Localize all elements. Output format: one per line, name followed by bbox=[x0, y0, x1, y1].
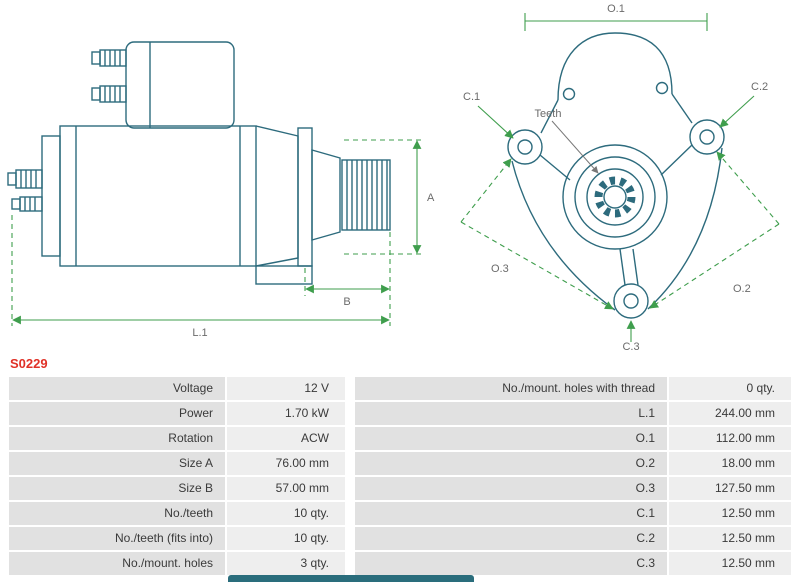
spec-label: Voltage bbox=[9, 377, 225, 400]
spec-label: Power bbox=[9, 402, 225, 425]
front-view-drawing: O.1 C.1 C.2 C.3 O.2 O.3 Teeth bbox=[460, 3, 780, 352]
dim-label-o2: O.2 bbox=[733, 283, 751, 295]
dim-line-o2 bbox=[716, 151, 780, 225]
dim-label-a: A bbox=[427, 192, 435, 204]
table-row: C.1 12.50 mm bbox=[355, 502, 791, 525]
technical-drawings: A B L.1 bbox=[7, 3, 780, 352]
spec-label: C.3 bbox=[355, 552, 667, 575]
dim-label-c2: C.2 bbox=[751, 81, 768, 93]
flange-left-edge bbox=[511, 160, 616, 311]
spec-table-left: Voltage 12 V Power 1.70 kW Rotation ACW … bbox=[9, 377, 345, 575]
drive-housing bbox=[255, 125, 299, 267]
teeth-pointer bbox=[551, 120, 599, 174]
mounting-flange-front bbox=[507, 32, 725, 319]
mount-hole-c2 bbox=[689, 119, 725, 155]
table-row: Size B 57.00 mm bbox=[9, 477, 345, 500]
spec-label: No./teeth bbox=[9, 502, 225, 525]
ribs bbox=[539, 144, 693, 286]
spec-label: No./teeth (fits into) bbox=[9, 527, 225, 550]
table-row: O.1 112.00 mm bbox=[355, 427, 791, 450]
teeth-label: Teeth bbox=[535, 108, 562, 120]
spec-label: No./mount. holes with thread bbox=[355, 377, 667, 400]
table-row: No./mount. holes 3 qty. bbox=[9, 552, 345, 575]
spec-label: Size A bbox=[9, 452, 225, 475]
table-row: Voltage 12 V bbox=[9, 377, 345, 400]
spec-value: 12 V bbox=[227, 377, 345, 400]
spec-label: O.2 bbox=[355, 452, 667, 475]
spec-label: No./mount. holes bbox=[9, 552, 225, 575]
table-row: Power 1.70 kW bbox=[9, 402, 345, 425]
spec-label: O.3 bbox=[355, 477, 667, 500]
starter-motor-side bbox=[7, 41, 391, 285]
pinion-splines bbox=[346, 160, 388, 230]
spec-table-right: No./mount. holes with thread 0 qty. L.1 … bbox=[355, 377, 791, 575]
table-row: No./teeth 10 qty. bbox=[9, 502, 345, 525]
spec-value: 127.50 mm bbox=[669, 477, 791, 500]
motor-body bbox=[59, 125, 257, 267]
solenoid-terminals bbox=[91, 49, 127, 103]
spec-value: 10 qty. bbox=[227, 502, 345, 525]
spec-value: 18.00 mm bbox=[669, 452, 791, 475]
spec-label: Rotation bbox=[9, 427, 225, 450]
pointer-c1 bbox=[477, 105, 514, 139]
table-row: C.3 12.50 mm bbox=[355, 552, 791, 575]
table-row: Rotation ACW bbox=[9, 427, 345, 450]
rear-studs bbox=[7, 169, 43, 212]
spec-label: C.2 bbox=[355, 527, 667, 550]
body-seams bbox=[75, 126, 241, 266]
part-number: S0229 bbox=[10, 356, 48, 371]
spec-value: ACW bbox=[227, 427, 345, 450]
flange-right-edge bbox=[647, 147, 723, 310]
nose-cone bbox=[311, 149, 341, 241]
mounting-flange bbox=[297, 127, 313, 267]
dimension-lines-side bbox=[11, 139, 424, 326]
spec-value: 57.00 mm bbox=[227, 477, 345, 500]
mount-hole-c1 bbox=[507, 129, 543, 165]
solenoid bbox=[125, 41, 235, 129]
dim-label-c3: C.3 bbox=[622, 341, 639, 352]
table-row: L.1 244.00 mm bbox=[355, 402, 791, 425]
spline-teeth bbox=[594, 176, 636, 218]
side-view-drawing: A B L.1 bbox=[7, 41, 435, 339]
table-row: No./teeth (fits into) 10 qty. bbox=[9, 527, 345, 550]
center-boss bbox=[562, 144, 668, 250]
spec-value: 3 qty. bbox=[227, 552, 345, 575]
dim-label-o1: O.1 bbox=[607, 3, 625, 15]
spec-value: 0 qty. bbox=[669, 377, 791, 400]
spec-value: 76.00 mm bbox=[227, 452, 345, 475]
table-row: Size A 76.00 mm bbox=[9, 452, 345, 475]
spec-label: O.1 bbox=[355, 427, 667, 450]
spec-value: 112.00 mm bbox=[669, 427, 791, 450]
spec-value: 12.50 mm bbox=[669, 502, 791, 525]
rear-bracket bbox=[41, 135, 61, 257]
mount-hole-c3 bbox=[613, 283, 649, 319]
dim-label-c1: C.1 bbox=[463, 91, 480, 103]
spec-label: Size B bbox=[9, 477, 225, 500]
bottom-partial-bar bbox=[228, 575, 474, 582]
spec-value: 244.00 mm bbox=[669, 402, 791, 425]
table-row: No./mount. holes with thread 0 qty. bbox=[355, 377, 791, 400]
spec-value: 10 qty. bbox=[227, 527, 345, 550]
spec-value: 12.50 mm bbox=[669, 552, 791, 575]
solenoid-dome bbox=[557, 32, 673, 101]
spec-value: 1.70 kW bbox=[227, 402, 345, 425]
mounting-foot bbox=[255, 265, 313, 285]
shaft-bore bbox=[603, 185, 627, 209]
dimension-lines-front bbox=[460, 13, 780, 342]
table-row: C.2 12.50 mm bbox=[355, 527, 791, 550]
dim-label-l1: L.1 bbox=[192, 327, 207, 339]
pointer-c2 bbox=[719, 95, 755, 128]
table-row: O.3 127.50 mm bbox=[355, 477, 791, 500]
spec-label: C.1 bbox=[355, 502, 667, 525]
spec-tables: Voltage 12 V Power 1.70 kW Rotation ACW … bbox=[0, 377, 800, 575]
pinion-gear bbox=[341, 159, 391, 231]
spec-label: L.1 bbox=[355, 402, 667, 425]
spec-value: 12.50 mm bbox=[669, 527, 791, 550]
dim-label-o3: O.3 bbox=[491, 263, 509, 275]
dim-line-o3 bbox=[460, 158, 512, 223]
table-row: O.2 18.00 mm bbox=[355, 452, 791, 475]
dim-label-b: B bbox=[343, 296, 350, 308]
